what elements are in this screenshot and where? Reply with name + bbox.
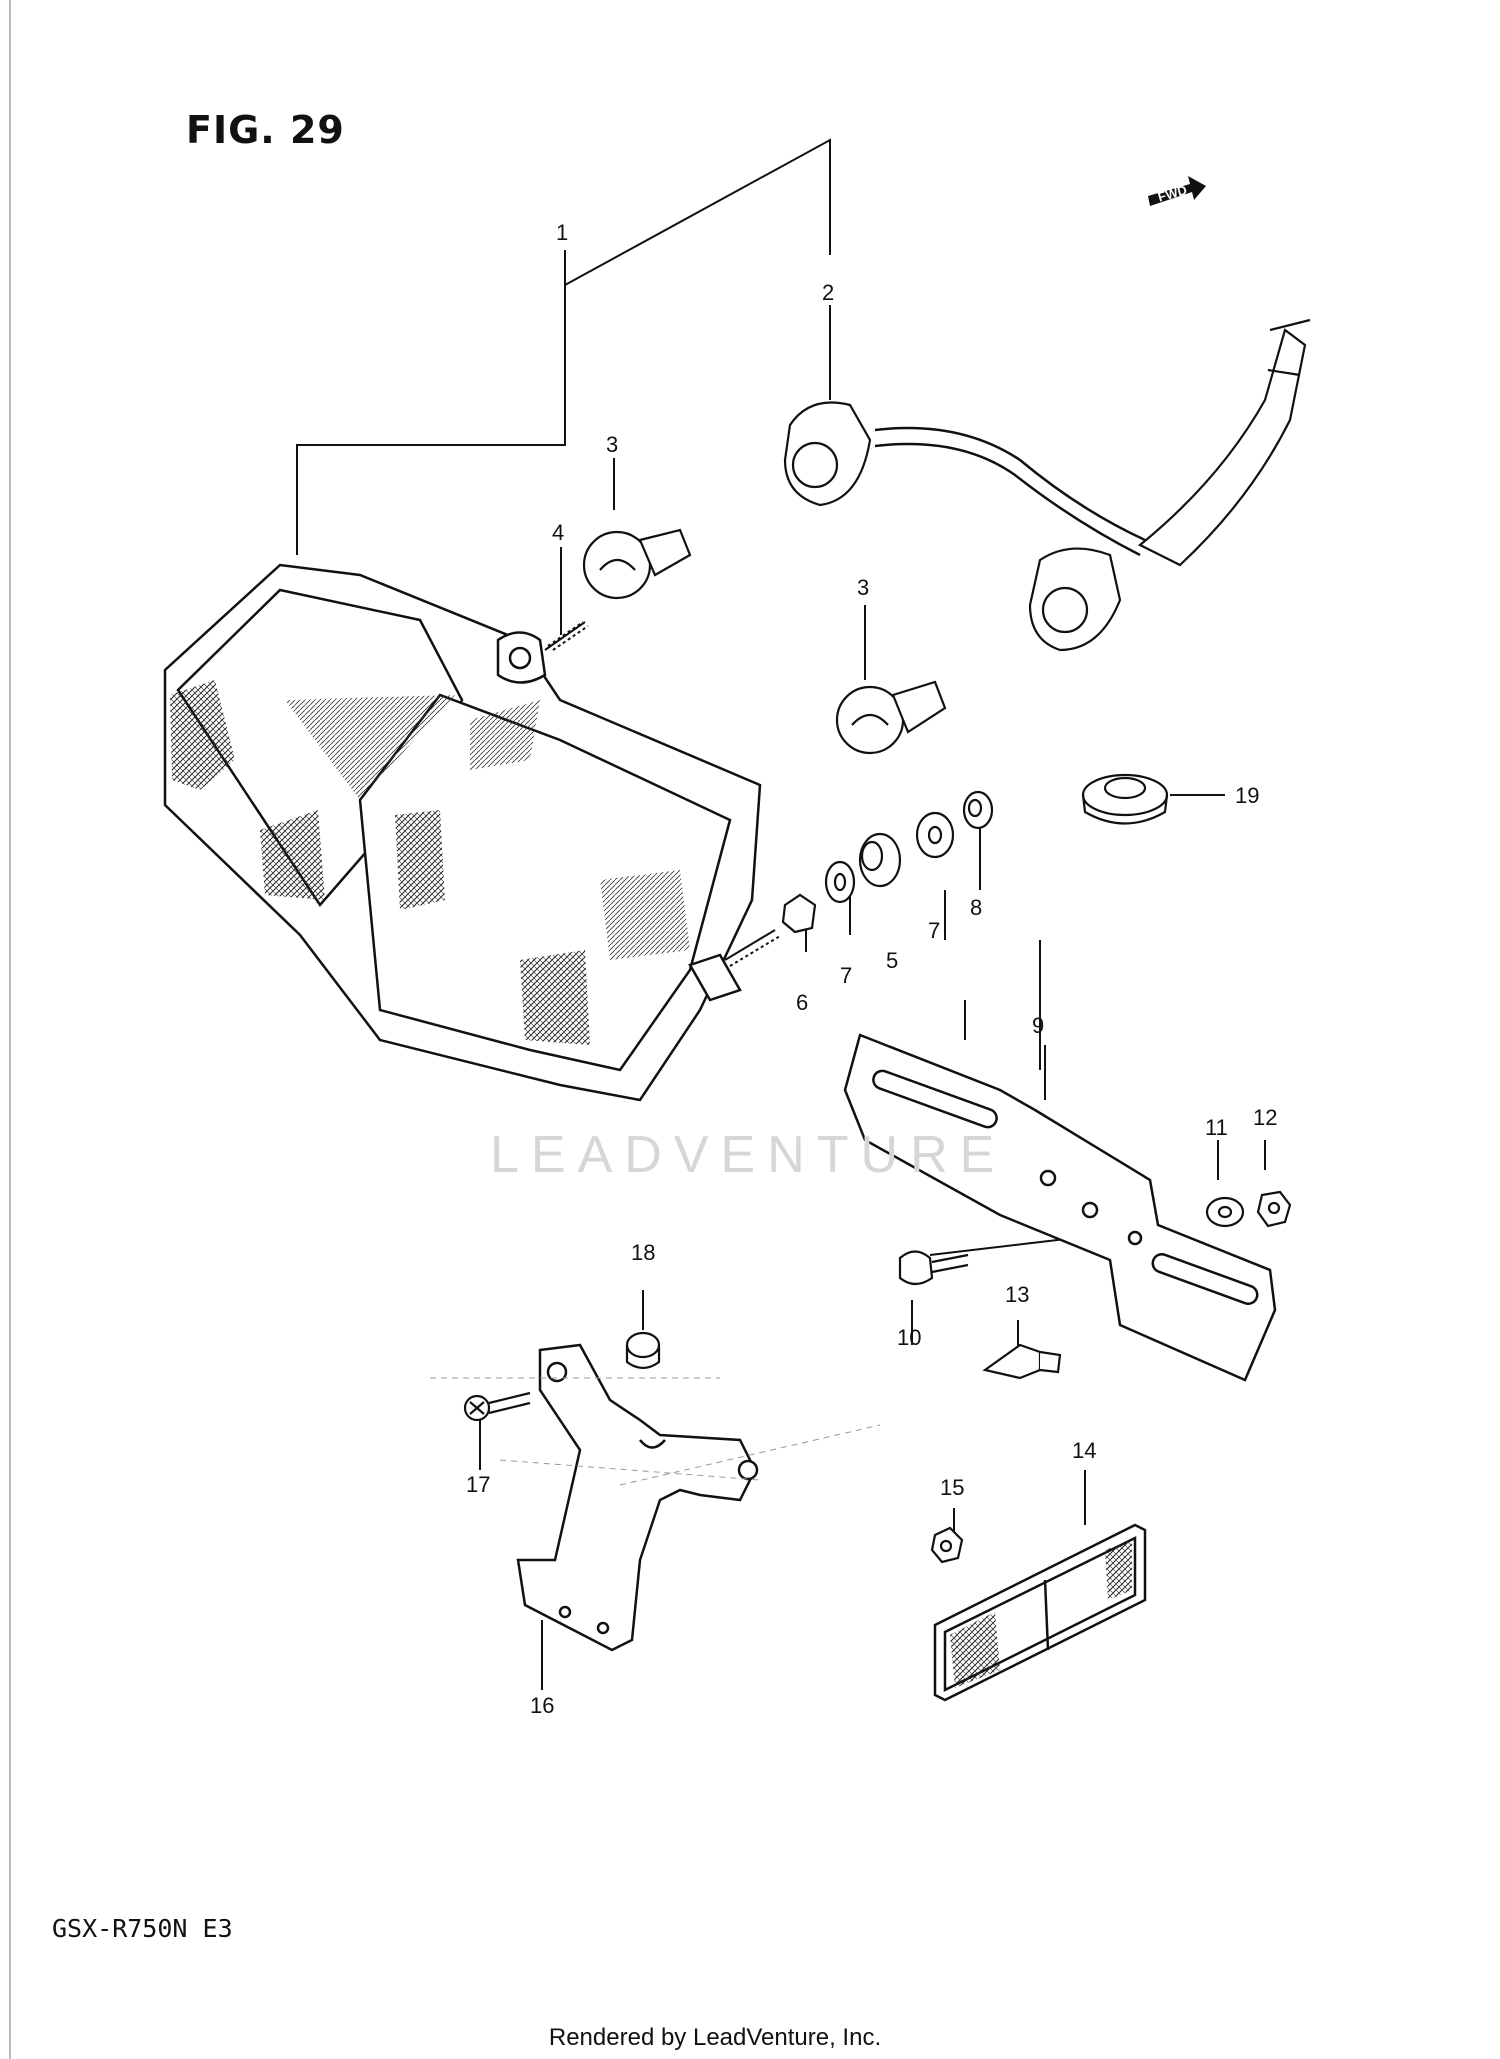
cushion-13 — [982, 1343, 1062, 1380]
callout-1: 1 — [556, 220, 568, 245]
collar-18 — [625, 1331, 661, 1370]
bulb-upper — [582, 528, 692, 600]
callout-11: 11 — [1205, 1115, 1228, 1140]
callout-7a: 7 — [840, 963, 852, 988]
callout-labels: 1 2 3 3 4 5 6 7 7 8 9 10 11 12 13 14 15 … — [466, 220, 1277, 1718]
watermark: LEADVENTURE — [490, 1126, 1007, 1184]
hardware-stack — [781, 790, 994, 934]
screw-17 — [463, 1391, 531, 1422]
footer-credit: Rendered by LeadVenture, Inc. — [548, 2024, 882, 2051]
figure-label: FIG. 29 — [186, 108, 345, 152]
callout-3b: 3 — [857, 575, 869, 600]
tail-light-assembly — [163, 563, 762, 1102]
reference-lines — [430, 1377, 881, 1486]
forward-arrow-icon: FWD — [1148, 176, 1206, 206]
leader-lines — [296, 138, 1266, 1690]
grommet-19 — [1081, 773, 1169, 825]
stud-bolt — [724, 929, 781, 967]
washer-11 — [1205, 1196, 1245, 1228]
callout-3a: 3 — [606, 432, 618, 457]
license-bracket-9 — [843, 1033, 1277, 1382]
callout-19: 19 — [1235, 783, 1259, 808]
callout-5: 5 — [886, 948, 898, 973]
callout-18: 18 — [631, 1240, 655, 1265]
callout-15: 15 — [940, 1475, 964, 1500]
nut-15 — [930, 1526, 964, 1564]
callout-9: 9 — [1032, 1013, 1044, 1038]
bolt-10 — [898, 1250, 969, 1286]
callout-14: 14 — [1072, 1438, 1096, 1463]
callout-16: 16 — [530, 1693, 554, 1718]
callout-2: 2 — [822, 280, 834, 305]
model-label: GSX-R750N E3 — [52, 1914, 233, 1943]
callout-6: 6 — [796, 990, 808, 1015]
callout-17: 17 — [466, 1472, 490, 1497]
callout-7b: 7 — [928, 918, 940, 943]
callout-4: 4 — [552, 520, 564, 545]
reflector-14 — [933, 1523, 1147, 1702]
callout-12: 12 — [1253, 1105, 1277, 1130]
callout-13: 13 — [1005, 1282, 1029, 1307]
socket-harness — [783, 318, 1311, 652]
callout-8: 8 — [970, 895, 982, 920]
fwd-label: FWD — [1156, 182, 1189, 205]
bolt-4 — [544, 621, 589, 651]
bulb-lower — [835, 680, 947, 755]
bracket-16 — [516, 1343, 759, 1652]
callout-10: 10 — [897, 1325, 921, 1350]
nut-12 — [1256, 1190, 1292, 1228]
